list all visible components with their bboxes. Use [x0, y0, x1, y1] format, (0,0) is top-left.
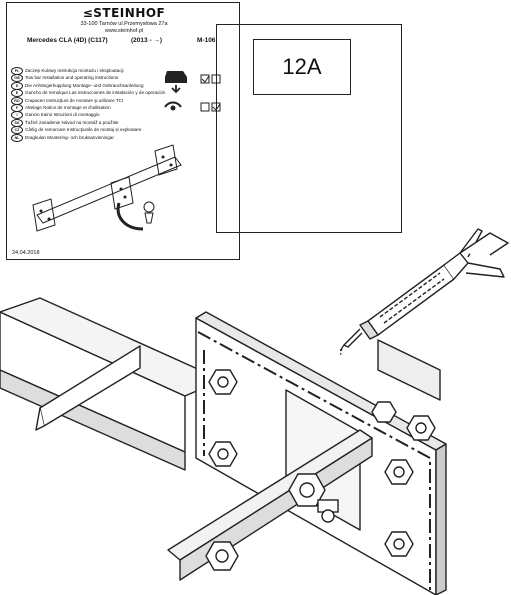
- vehicle-model: Mercedes CLA (4D) (C117): [27, 37, 108, 44]
- sealant-line: [197, 331, 431, 590]
- label-frame: [216, 24, 402, 233]
- manual-cover: ≤STEINHOF 33-100 Tarnów ul.Przemysłowa 2…: [6, 2, 240, 260]
- step-number: 12A: [253, 39, 351, 95]
- brand-logo: ≤STEINHOF: [82, 6, 166, 20]
- address-line-1: 33-100 Tarnów ul.Przemysłowa 27a: [80, 21, 168, 27]
- main-assembly-drawing: [0, 297, 447, 595]
- vehicle-years: (2013 - →): [131, 37, 163, 44]
- towbar-usage-icons: [164, 71, 221, 112]
- brand-name: STEINHOF: [93, 6, 166, 20]
- product-code: M-106: [197, 37, 216, 44]
- sealant-gun-icon: [340, 228, 509, 355]
- side-hook: [39, 345, 141, 427]
- bolts: [205, 369, 436, 571]
- issue-date: 24.04.2018: [12, 250, 40, 256]
- cover-towbar-drawing: [32, 144, 182, 232]
- address-line-2: www.steinhof.pl: [104, 28, 144, 34]
